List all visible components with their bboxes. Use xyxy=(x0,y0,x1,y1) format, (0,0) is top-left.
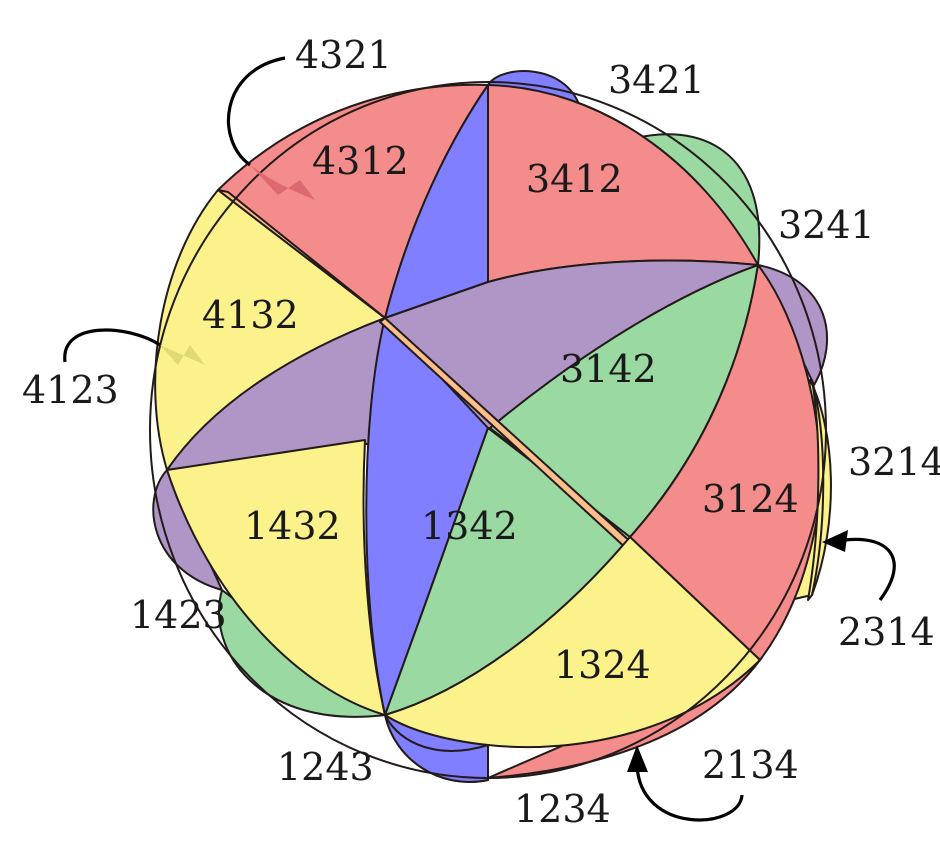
arrow-4321 xyxy=(227,56,315,200)
label-3214: 3214 xyxy=(848,440,940,484)
region-1324 xyxy=(384,536,761,749)
arrow-4123 xyxy=(63,328,205,365)
label-3412: 3412 xyxy=(526,157,623,201)
region-orange-upper xyxy=(217,189,386,319)
label-1234: 1234 xyxy=(514,787,611,831)
label-4312: 4312 xyxy=(312,139,409,183)
label-3421: 3421 xyxy=(608,58,705,102)
label-2134: 2134 xyxy=(702,743,799,787)
label-1432: 1432 xyxy=(244,504,341,548)
label-2314: 2314 xyxy=(838,610,935,654)
sphere-outline xyxy=(149,81,827,779)
label-4132: 4132 xyxy=(202,293,299,337)
label-1423: 1423 xyxy=(130,593,227,637)
region-edge-yellow-right xyxy=(807,379,825,601)
label-4123: 4123 xyxy=(22,368,119,412)
label-3142: 3142 xyxy=(560,347,657,391)
arrow-2314 xyxy=(822,530,896,601)
region-blue-bottom xyxy=(384,714,489,783)
label-1243: 1243 xyxy=(277,745,374,789)
label-1324: 1324 xyxy=(554,643,651,687)
region-3124 xyxy=(629,264,822,661)
label-3124: 3124 xyxy=(702,477,799,521)
label-4321: 4321 xyxy=(295,33,392,77)
arrow-2134 xyxy=(627,745,744,822)
region-blue-top xyxy=(384,84,489,319)
label-3241: 3241 xyxy=(778,203,875,247)
label-1342: 1342 xyxy=(421,504,518,548)
lobe-1423 xyxy=(152,469,223,591)
